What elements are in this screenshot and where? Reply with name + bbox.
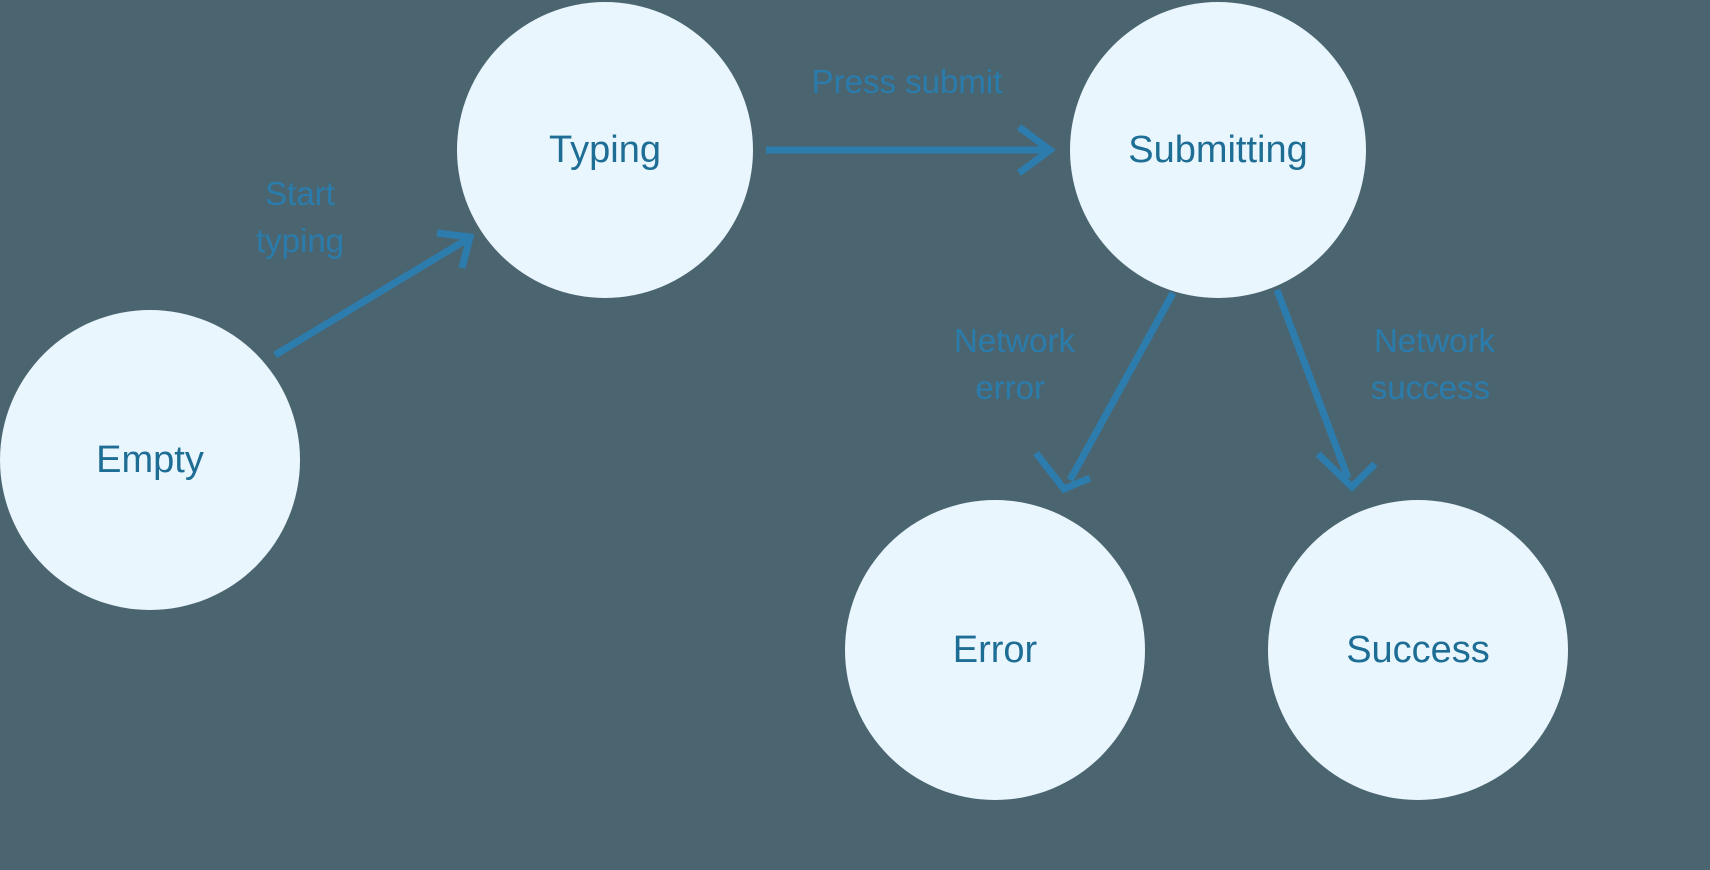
transition-submitting-to-error-arrowhead bbox=[1033, 450, 1092, 494]
transition-submitting-to-error: Network error bbox=[954, 291, 1177, 494]
transition-submitting-to-success-label-line2: success bbox=[1371, 369, 1490, 406]
state-node-typing-label: Typing bbox=[549, 129, 661, 171]
state-node-typing[interactable]: Typing bbox=[457, 2, 753, 298]
transition-submitting-to-success-arrowhead bbox=[1315, 451, 1378, 492]
transition-submitting-to-error-label-line1: Network bbox=[954, 322, 1076, 359]
state-node-typing-circle[interactable] bbox=[457, 2, 753, 298]
transition-empty-to-typing: Start typing bbox=[256, 175, 475, 358]
transition-submitting-to-error-line bbox=[1066, 291, 1177, 482]
transition-typing-to-submitting-label-line1: Press submit bbox=[812, 63, 1003, 100]
transition-empty-to-typing-label-line2: typing bbox=[256, 222, 344, 259]
state-node-error-label: Error bbox=[953, 629, 1038, 671]
state-node-error-circle[interactable] bbox=[845, 500, 1145, 800]
transition-submitting-to-error-label-line2: error bbox=[975, 369, 1045, 406]
transition-submitting-to-success-line bbox=[1273, 288, 1352, 480]
transition-submitting-to-success: Network success bbox=[1273, 288, 1496, 492]
state-node-empty-circle[interactable] bbox=[0, 310, 300, 610]
state-node-success-label: Success bbox=[1346, 629, 1490, 671]
transition-submitting-to-success-label-line1: Network bbox=[1374, 322, 1496, 359]
transition-empty-to-typing-label-line1: Start bbox=[265, 175, 335, 212]
state-node-success[interactable]: Success bbox=[1268, 500, 1568, 800]
state-node-submitting[interactable]: Submitting bbox=[1070, 2, 1366, 298]
state-node-error[interactable]: Error bbox=[845, 500, 1145, 800]
transition-empty-to-typing-arrowhead bbox=[436, 229, 475, 269]
transition-typing-to-submitting: Press submit bbox=[766, 63, 1056, 176]
state-node-submitting-circle[interactable] bbox=[1070, 2, 1366, 298]
state-node-empty[interactable]: Empty bbox=[0, 310, 300, 610]
state-node-submitting-label: Submitting bbox=[1128, 129, 1308, 171]
state-node-empty-label: Empty bbox=[96, 439, 204, 481]
transition-typing-to-submitting-arrowhead bbox=[1016, 124, 1056, 176]
transition-empty-to-typing-line bbox=[273, 237, 468, 358]
state-node-success-circle[interactable] bbox=[1268, 500, 1568, 800]
